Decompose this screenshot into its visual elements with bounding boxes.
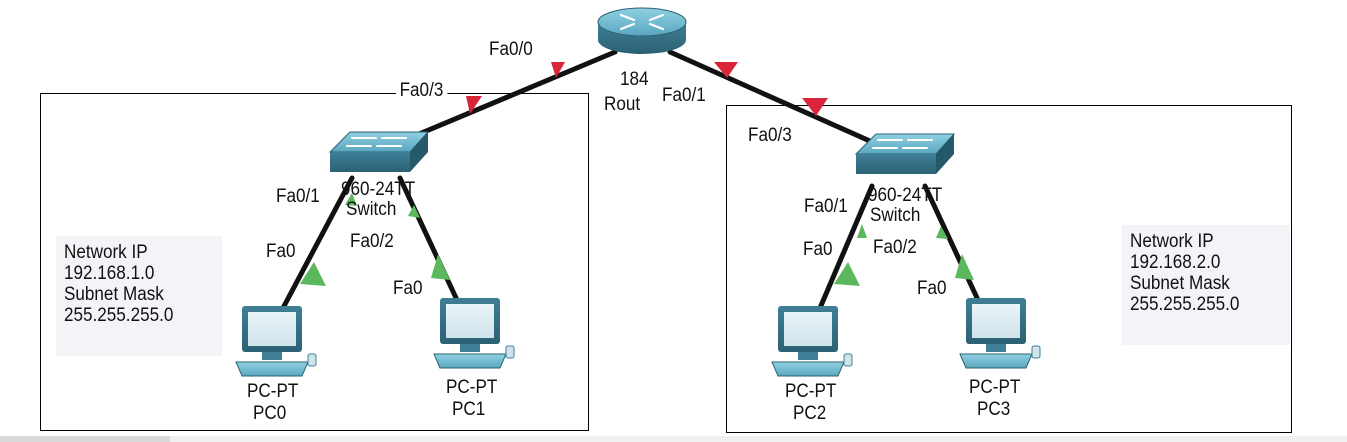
link-up-marker <box>834 262 860 286</box>
link-switch-right-pc2[interactable] <box>817 183 875 311</box>
pc2-icon[interactable] <box>771 306 853 377</box>
note-network-ip-value: 192.168.2.0 <box>1130 252 1221 273</box>
link-up-marker <box>345 193 357 206</box>
area-right <box>726 105 1292 433</box>
pc1-type-label: PC-PT <box>446 377 498 398</box>
router-name-label: Rout <box>604 94 641 115</box>
pc2-name-label: PC2 <box>793 403 827 424</box>
link-down-marker <box>466 96 482 114</box>
port-label-sw-left-fa02: Fa0/2 <box>350 231 394 252</box>
network-note-right[interactable]: Network IP 192.168.2.0 Subnet Mask 255.2… <box>1122 225 1290 345</box>
link-down-marker <box>551 62 565 78</box>
link-up-marker <box>936 226 948 239</box>
pc3-type-label: PC-PT <box>969 377 1021 398</box>
note-subnet-mask-label: Subnet Mask <box>64 284 164 305</box>
link-down-marker <box>714 62 738 78</box>
note-network-ip-value: 192.168.1.0 <box>64 263 155 284</box>
port-label-sw-right-fa03: Fa0/3 <box>748 125 792 146</box>
switch-right-model-label: 960-24TT <box>868 185 943 206</box>
link-router-switch-left[interactable] <box>397 49 618 145</box>
router-icon[interactable] <box>597 7 687 54</box>
link-up-marker <box>300 262 326 286</box>
switch-left-icon[interactable] <box>328 131 430 172</box>
link-up-marker <box>955 254 974 280</box>
link-router-switch-right[interactable] <box>667 49 893 153</box>
switch-left-name-label: Switch <box>346 199 397 220</box>
port-label-pc1-fa0: Fa0 <box>393 278 423 299</box>
workspace-bottom-tab <box>0 436 170 442</box>
switch-left-model-label: 960-24TT <box>341 179 416 200</box>
port-label-pc0-fa0: Fa0 <box>266 241 296 262</box>
switch-right-icon[interactable] <box>854 133 956 174</box>
pc0-icon[interactable] <box>235 306 317 377</box>
pc1-name-label: PC1 <box>452 399 486 420</box>
link-up-marker <box>408 205 420 218</box>
link-switch-right-pc3[interactable] <box>922 183 981 303</box>
port-label-sw-right-fa01: Fa0/1 <box>804 196 848 217</box>
link-switch-left-pc0[interactable] <box>280 175 355 311</box>
area-left <box>40 93 589 431</box>
pc2-type-label: PC-PT <box>785 381 837 402</box>
router-model-label: 184 <box>620 69 649 90</box>
pc3-name-label: PC3 <box>977 399 1011 420</box>
note-subnet-mask-label: Subnet Mask <box>1130 273 1230 294</box>
port-label-sw-left-fa01: Fa0/1 <box>276 186 320 207</box>
pc0-type-label: PC-PT <box>247 381 299 402</box>
port-label-pc3-fa0: Fa0 <box>917 278 947 299</box>
pc3-icon[interactable] <box>959 298 1041 369</box>
link-up-marker <box>857 224 867 238</box>
note-subnet-mask-value: 255.255.255.0 <box>64 305 174 326</box>
switch-right-name-label: Switch <box>870 205 921 226</box>
note-subnet-mask-value: 255.255.255.0 <box>1130 294 1240 315</box>
pc0-name-label: PC0 <box>253 403 287 424</box>
port-label-sw-right-fa02: Fa0/2 <box>873 237 917 258</box>
workspace-bottom-strip <box>0 436 1347 442</box>
port-label-pc2-fa0: Fa0 <box>803 239 833 260</box>
note-network-ip-label: Network IP <box>64 242 148 263</box>
pc1-icon[interactable] <box>433 298 515 369</box>
port-label-sw-left-fa03: Fa0/3 <box>396 81 447 101</box>
network-note-left[interactable]: Network IP 192.168.1.0 Subnet Mask 255.2… <box>56 236 222 356</box>
link-up-markers <box>300 193 974 286</box>
port-label-router-fa01: Fa0/1 <box>662 85 706 106</box>
link-down-marker <box>802 98 828 116</box>
link-up-marker <box>431 254 450 280</box>
port-label-router-fa00: Fa0/0 <box>489 39 533 60</box>
link-down-markers <box>466 62 828 116</box>
note-network-ip-label: Network IP <box>1130 231 1214 252</box>
